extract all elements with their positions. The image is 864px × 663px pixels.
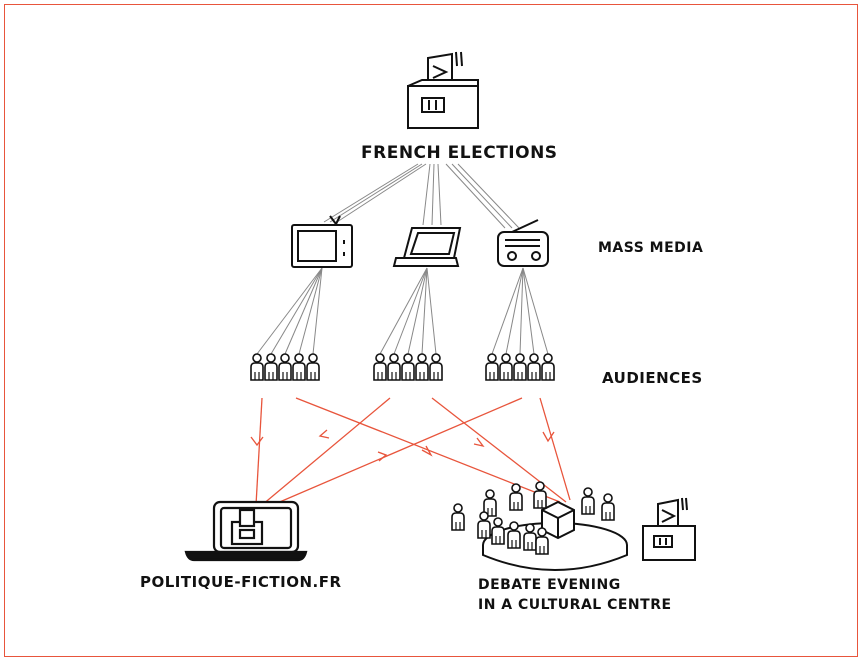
- laptop-icon: [392, 227, 462, 267]
- radio-icon: [497, 219, 549, 267]
- destination-label-debate-line2: IN A CULTURAL CENTRE: [478, 597, 672, 613]
- tv-icon: [291, 215, 353, 268]
- ballot-box-small-icon: [642, 497, 696, 561]
- flow-arrows: [250, 397, 571, 508]
- audiences-label: AUDIENCES: [602, 369, 703, 387]
- arrow-head: [542, 431, 555, 443]
- laptop-ballot-icon: [184, 500, 308, 562]
- destination-label-debate-line1: DEBATE EVENING: [478, 577, 621, 593]
- audience-group-2: [374, 354, 442, 380]
- top-label: FRENCH ELECTIONS: [361, 143, 558, 163]
- arrow-head: [318, 429, 330, 439]
- ballot-box-icon: [407, 51, 479, 130]
- flow-arrow: [267, 397, 523, 508]
- diagram-frame: [4, 4, 858, 657]
- destination-label-website: POLITIQUE-FICTION.FR: [140, 573, 342, 591]
- flow-arrow: [539, 397, 571, 501]
- flow-arrow: [261, 397, 391, 506]
- arrow-head: [377, 451, 388, 462]
- flow-arrow: [431, 397, 567, 503]
- arrow-head: [421, 445, 433, 457]
- arrow-head: [473, 437, 485, 448]
- arrow-head: [250, 436, 264, 447]
- audience-group-3: [486, 354, 554, 380]
- flow-arrow: [255, 397, 263, 506]
- connectors-top: [323, 163, 520, 229]
- mass-media-label: MASS MEDIA: [598, 240, 704, 256]
- connectors-media: [256, 267, 549, 355]
- audience-group-1: [251, 354, 319, 380]
